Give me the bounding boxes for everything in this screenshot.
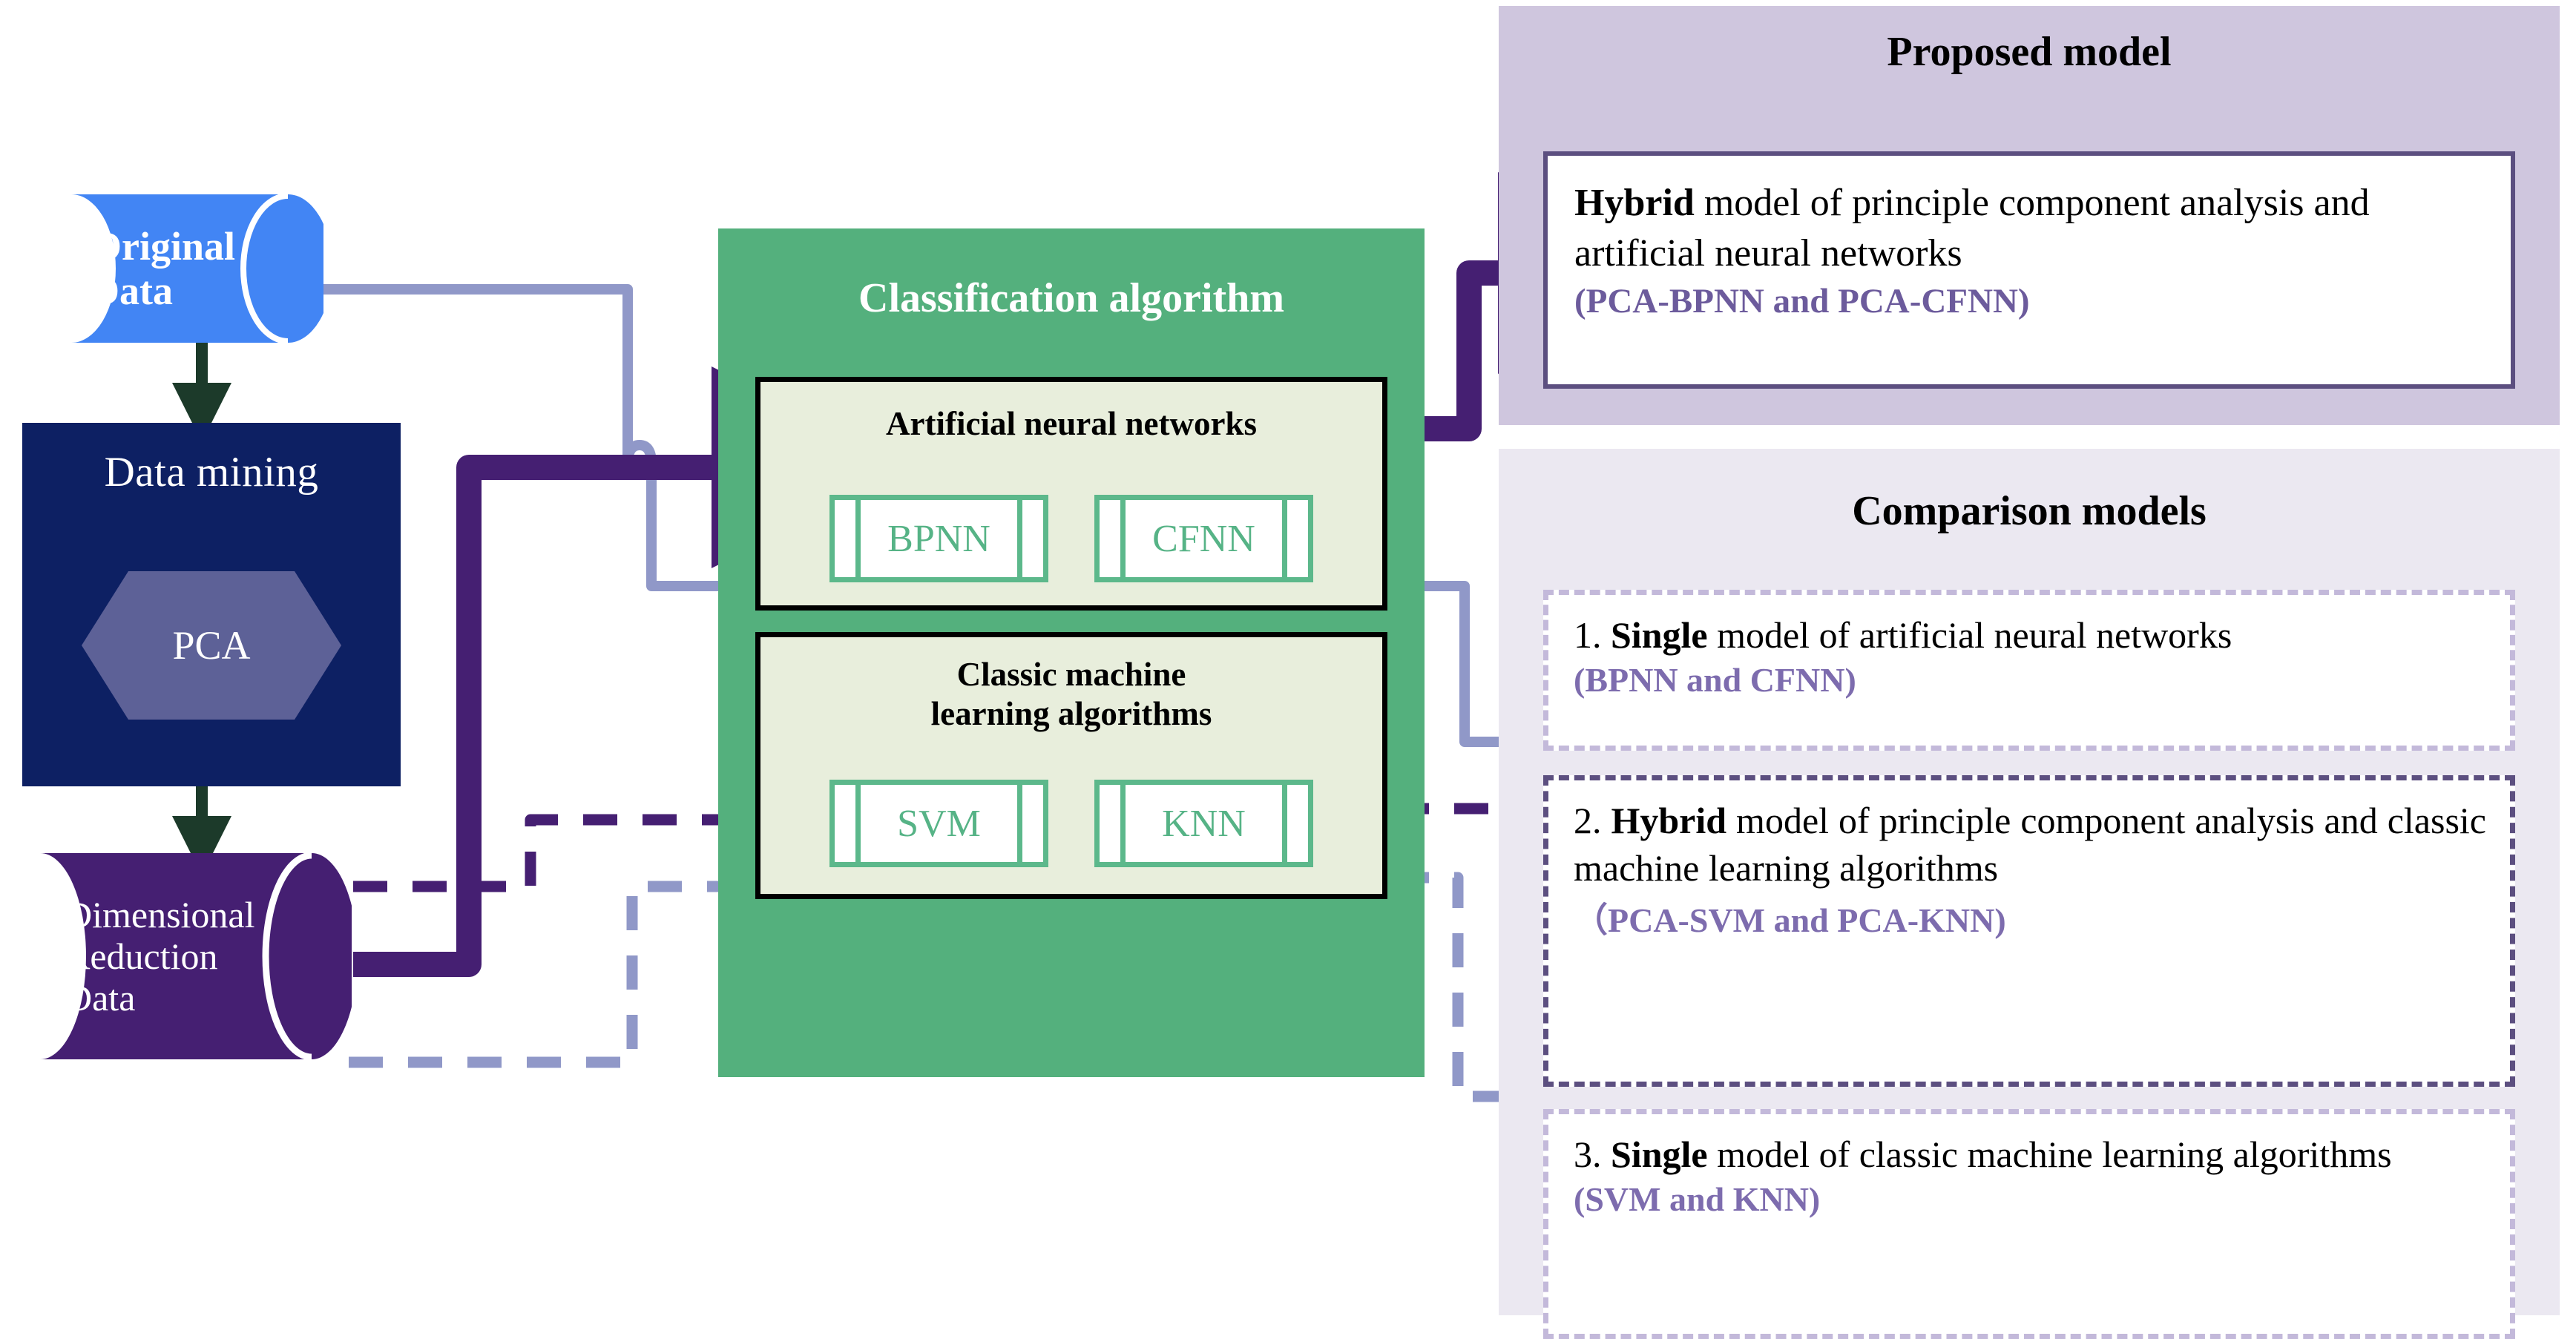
algorithm-bpnn[interactable]: BPNN xyxy=(829,495,1048,582)
data-mining-label: Data mining xyxy=(104,449,319,496)
cml-item-row: SVM KNN xyxy=(760,780,1382,867)
comparison-model-2-main: model of principle component analysis an… xyxy=(1574,800,2486,889)
ann-item-row: BPNN CFNN xyxy=(760,495,1382,582)
artificial-neural-networks-group: Artificial neural networks BPNN CFNN xyxy=(755,377,1387,611)
comparison-model-1-box[interactable]: 1. Single model of artificial neural net… xyxy=(1543,590,2515,751)
algorithm-svm[interactable]: SVM xyxy=(829,780,1048,867)
comparison-model-1-main: model of artificial neural networks xyxy=(1707,614,2232,656)
comparison-model-3-strong: Single xyxy=(1611,1134,1708,1175)
proposed-model-box[interactable]: Hybrid model of principle component anal… xyxy=(1543,151,2515,389)
comparison-model-1-number: 1. xyxy=(1574,614,1602,656)
wire-dimdata-to-cml xyxy=(353,792,794,892)
comparison-model-1-text: 1. Single model of artificial neural net… xyxy=(1574,611,2486,659)
pca-label: PCA xyxy=(172,623,251,668)
algorithm-cfnn-label: CFNN xyxy=(1152,517,1255,560)
original-data-label: Original Data xyxy=(91,223,236,313)
algorithm-svm-label: SVM xyxy=(897,802,981,845)
cylinder-icon xyxy=(71,194,323,343)
comparison-model-2-box[interactable]: 2. Hybrid model of principle component a… xyxy=(1543,775,2515,1087)
proposed-model-subtext: (PCA-BPNN and PCA-CFNN) xyxy=(1574,282,2030,321)
classification-algorithm-panel: Classification algorithm Artificial neur… xyxy=(718,228,1425,1077)
proposed-model-heading: Proposed model xyxy=(1887,29,2172,75)
algorithm-cfnn[interactable]: CFNN xyxy=(1094,495,1313,582)
proposed-model-strong: Hybrid xyxy=(1574,182,1695,224)
algorithm-knn-label: KNN xyxy=(1162,802,1246,845)
algorithm-knn[interactable]: KNN xyxy=(1094,780,1313,867)
comparison-models-panel: Comparison models 1. Single model of art… xyxy=(1499,449,2560,1339)
comparison-model-3-subtext: (SVM and KNN) xyxy=(1574,1180,1821,1218)
dimensional-reduction-data-label: Dimensional Reduction Data xyxy=(65,894,255,1019)
wire-dimdata-to-ann xyxy=(353,366,913,977)
comparison-model-1-strong: Single xyxy=(1611,614,1708,656)
comparison-models-heading: Comparison models xyxy=(1852,488,2207,534)
proposed-model-text: Hybrid model of principle component anal… xyxy=(1574,178,2484,278)
comparison-model-3-main: model of classic machine learning algori… xyxy=(1707,1134,2392,1175)
data-mining-node[interactable]: Data mining PCA xyxy=(22,423,401,786)
proposed-model-panel: Proposed model Hybrid model of principle… xyxy=(1499,6,2560,425)
comparison-model-3-text: 3. Single model of classic machine learn… xyxy=(1574,1131,2486,1178)
cylinder-icon xyxy=(40,853,352,1059)
cml-group-title: Classic machine learning algorithms xyxy=(930,656,1212,733)
dimensional-reduction-data-node[interactable]: Dimensional Reduction Data xyxy=(40,853,352,1059)
classification-algorithm-title: Classification algorithm xyxy=(858,275,1284,321)
comparison-model-3-number: 3. xyxy=(1574,1134,1602,1175)
comparison-model-1-subtext: (BPNN and CFNN) xyxy=(1574,661,1856,699)
comparison-model-2-strong: Hybrid xyxy=(1611,800,1727,841)
proposed-model-main: model of principle component analysis an… xyxy=(1574,182,2370,274)
ann-group-title: Artificial neural networks xyxy=(886,405,1257,442)
comparison-model-2-subtext: （PCA-SVM and PCA-KNN) xyxy=(1574,901,2006,939)
wire-originaldata-to-cml xyxy=(349,858,794,1068)
comparison-model-2-number: 2. xyxy=(1574,800,1602,841)
classic-machine-learning-group: Classic machine learning algorithms SVM … xyxy=(755,632,1387,899)
comparison-model-2-text: 2. Hybrid model of principle component a… xyxy=(1574,797,2486,892)
pca-hexagon-node[interactable]: PCA xyxy=(82,571,341,720)
comparison-model-3-box[interactable]: 3. Single model of classic machine learn… xyxy=(1543,1109,2515,1339)
algorithm-bpnn-label: BPNN xyxy=(887,517,990,560)
original-data-node[interactable]: Original Data xyxy=(71,194,323,343)
